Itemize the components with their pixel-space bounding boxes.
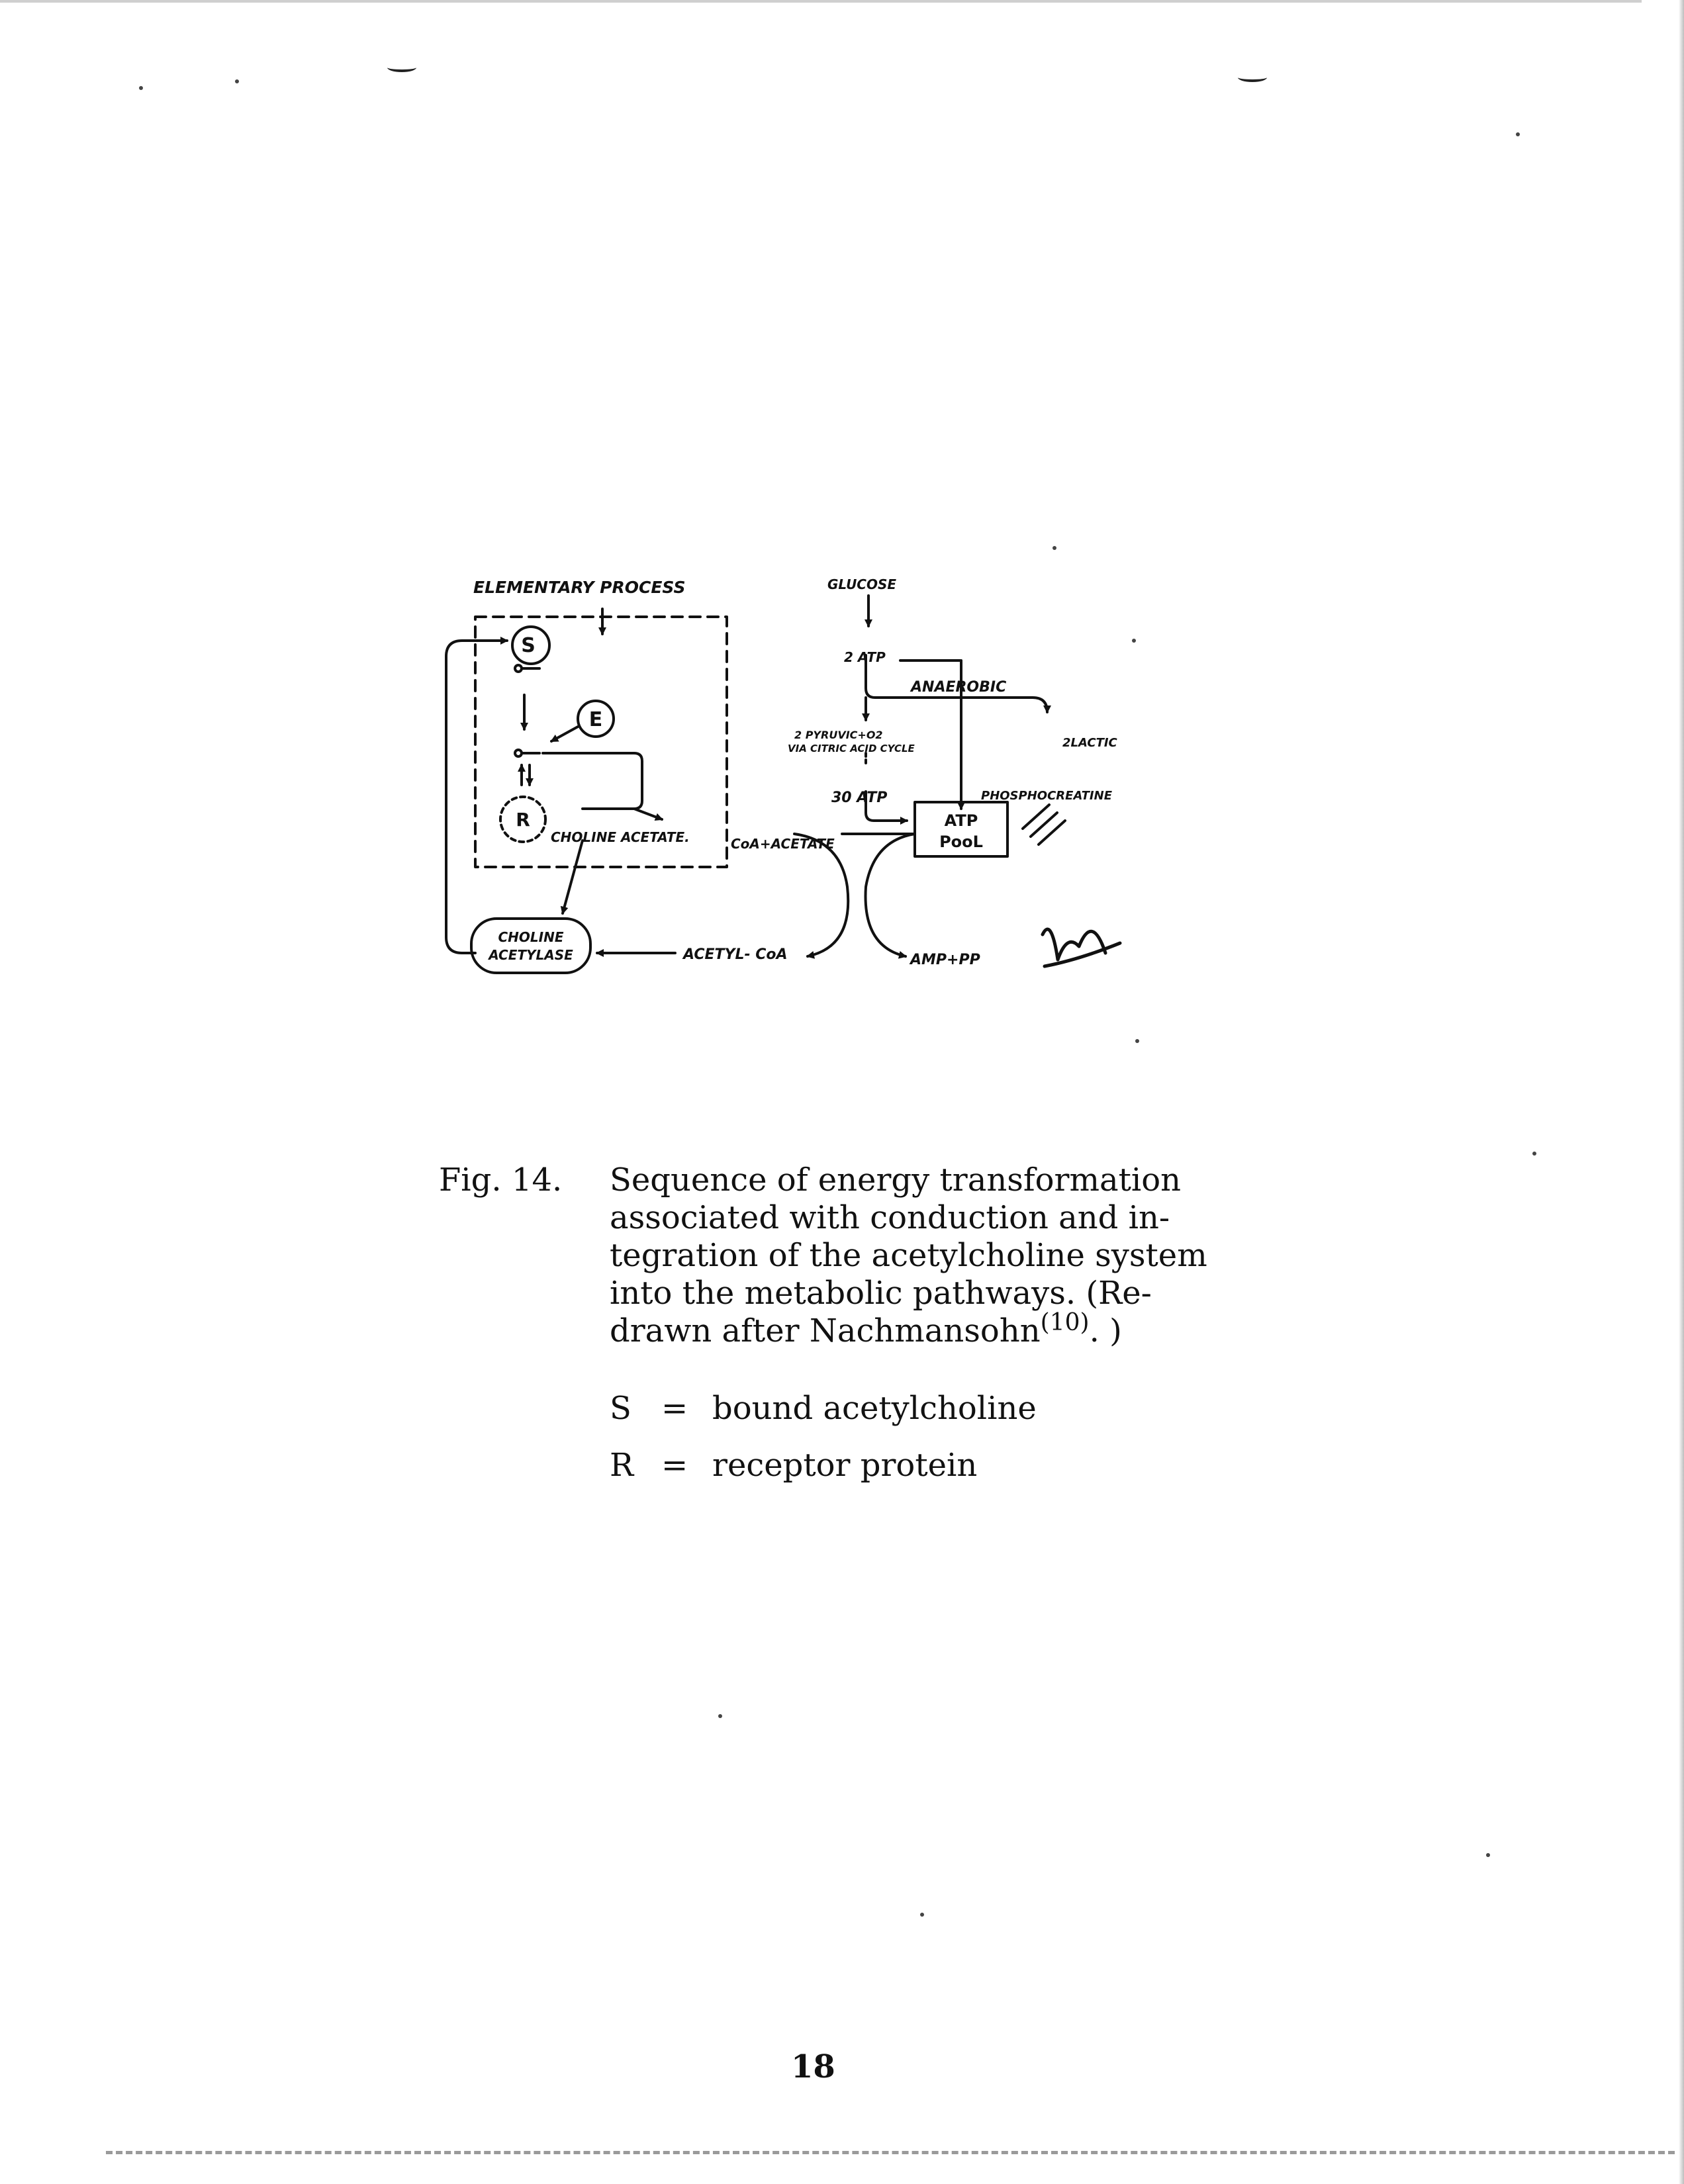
- elementary-process-label: ELEMENTARY PROCESS: [473, 578, 686, 597]
- scan-speck: [920, 1913, 924, 1917]
- reference-number: (10): [1040, 1309, 1090, 1336]
- s-node-circle: [511, 625, 551, 665]
- caption-line: tegration of the acetylcholine system: [610, 1237, 1207, 1274]
- r-node-circle: [499, 796, 547, 843]
- atp-30-label: 30 ATP: [831, 790, 887, 806]
- atp-pool-box: [913, 801, 1009, 858]
- caption-last-end: . ): [1089, 1312, 1122, 1349]
- scan-speck: [1052, 546, 1056, 550]
- scan-bottom-edge: [106, 2151, 1675, 2154]
- scan-speck: [1486, 1853, 1490, 1857]
- scan-speck: [1532, 1152, 1536, 1156]
- coa-acetate-label: CoA+ACETATE: [731, 836, 835, 852]
- atp-pool-label-line2: PooL: [939, 833, 983, 851]
- legend-row: R = receptor protein: [610, 1447, 1037, 1504]
- legend-symbol: S: [610, 1390, 632, 1427]
- e-node-label: E: [589, 708, 603, 731]
- caption-line: Sequence of energy transformation: [610, 1161, 1182, 1199]
- scan-speck: [1516, 132, 1520, 136]
- scan-top-edge: [0, 0, 1642, 3]
- legend: S = bound acetylcholine R = receptor pro…: [610, 1390, 1037, 1504]
- legend-row: S = bound acetylcholine: [610, 1390, 1037, 1447]
- phosphocreatine-label: PHOSPHOCREATINE: [981, 789, 1113, 803]
- choline-acetate-label: CHOLINE ACETATE.: [551, 829, 690, 845]
- legend-equals: =: [661, 1390, 688, 1427]
- legend-meaning: bound acetylcholine: [712, 1390, 1037, 1427]
- caption-line: into the metabolic pathways. (Re-: [610, 1275, 1152, 1312]
- pyruvic-label-line1: 2 PYRUVIC+O2: [794, 729, 883, 741]
- caption-text: Sequence of energy transformation associ…: [610, 1161, 1273, 1350]
- choline-acetylase-label-line2: ACETYLASE: [487, 947, 573, 963]
- r-node-label: R: [516, 809, 530, 831]
- anaerobic-label: ANAEROBIC: [910, 679, 1006, 696]
- atp-2-label: 2 ATP: [844, 649, 886, 665]
- scan-speck: [1135, 1039, 1139, 1043]
- legend-equals: =: [661, 1447, 688, 1484]
- lactic-label: 2LACTIC: [1062, 736, 1118, 750]
- glucose-label: GLUCOSE: [827, 576, 896, 592]
- caption-line-last: drawn after Nachmansohn(10). ): [610, 1309, 1273, 1350]
- acetyl-coa-label: ACETYL- CoA: [682, 946, 788, 963]
- caption-last-text: drawn after Nachmansohn: [610, 1312, 1041, 1349]
- page-number: 18: [791, 2048, 835, 2085]
- scan-speck: [235, 79, 239, 83]
- acetylcholine-energy-diagram: S E R ELEMENTARY PROCESS CHOLINE ACETATE…: [424, 556, 1152, 1032]
- legend-symbol: R: [610, 1447, 634, 1484]
- legend-meaning: receptor protein: [712, 1447, 978, 1484]
- binding-mark-left: [387, 63, 416, 72]
- figure-label: Fig. 14.: [439, 1161, 563, 1199]
- caption-line: associated with conduction and in-: [610, 1199, 1170, 1236]
- choline-acetylase-box: [470, 917, 592, 974]
- pyruvic-label-line2: VIA CITRIC ACID CYCLE: [788, 743, 915, 754]
- scan-speck: [718, 1714, 722, 1718]
- e-node-circle: [577, 700, 615, 738]
- amp-pp-label: AMP+PP: [909, 952, 980, 968]
- s-node-label: S: [521, 634, 536, 657]
- scan-right-edge: [1679, 0, 1684, 2184]
- figure-caption: Fig. 14. Sequence of energy transformati…: [439, 1161, 1273, 1350]
- binding-mark-right: [1238, 73, 1267, 82]
- scan-speck: [139, 86, 143, 90]
- choline-acetylase-label-line1: CHOLINE: [498, 929, 563, 945]
- atp-pool-label-line1: ATP: [945, 811, 978, 830]
- scan-speck: [1132, 639, 1136, 643]
